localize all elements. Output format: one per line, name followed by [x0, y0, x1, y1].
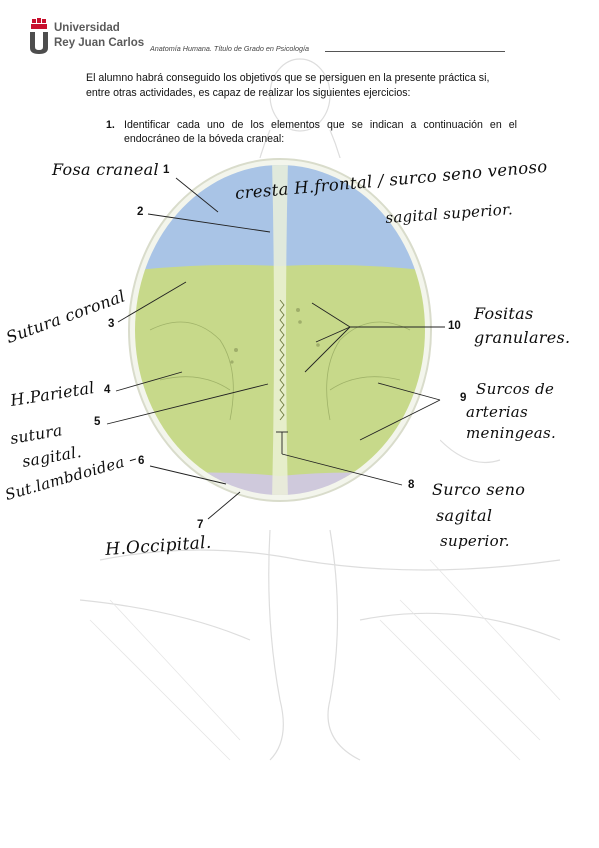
figure-number-10: 10: [448, 320, 461, 332]
figure-number-5: 5: [94, 416, 101, 428]
task-line-2: endocráneo de la bóveda craneal:: [124, 133, 285, 145]
university-name: Universidad Rey Juan Carlos: [54, 21, 144, 51]
figure-number-1: 1: [163, 164, 170, 176]
logo-line-1: Universidad: [54, 22, 120, 34]
hw-fositas-2: granulares.: [474, 328, 571, 347]
hw-surco-seno-1: Surco seno: [432, 480, 526, 499]
figure-number-8: 8: [408, 479, 415, 491]
leader-lines: [106, 177, 445, 520]
sagittal-suture: [279, 299, 285, 421]
hw-surcos-1: Surcos de: [476, 380, 555, 398]
hw-surcos-3: meningeas.: [466, 424, 557, 442]
figure-number-2: 2: [137, 206, 144, 218]
university-logo-icon: [30, 18, 48, 54]
figure-number-7: 7: [197, 519, 204, 531]
hw-surco-seno-2: sagital: [436, 506, 493, 525]
header-rule: [325, 51, 505, 52]
hw-surcos-2: arterias: [466, 403, 529, 421]
hw-fosa-craneal: Fosa craneal: [52, 160, 159, 179]
figure-number-9: 9: [460, 392, 467, 404]
intro-line-2: entre otras actividades, es capaz de rea…: [86, 87, 411, 99]
granular-pits: [230, 308, 320, 364]
logo-line-2: Rey Juan Carlos: [54, 37, 145, 49]
hw-surco-seno-3: superior.: [440, 532, 510, 550]
intro-line-1: El alumno habrá conseguido los objetivos…: [86, 72, 490, 84]
figure-number-6: 6: [138, 455, 145, 467]
meningeal-grooves: [149, 321, 411, 421]
task-number: 1.: [106, 119, 115, 131]
header-title: Anatomía Humana. Título de Grado en Psic…: [150, 44, 310, 53]
hw-fositas-1: Fositas: [474, 304, 534, 323]
task-line-1: Identificar cada uno de los elementos qu…: [124, 119, 517, 131]
figure-number-4: 4: [104, 384, 111, 396]
figure-number-3: 3: [108, 318, 115, 330]
